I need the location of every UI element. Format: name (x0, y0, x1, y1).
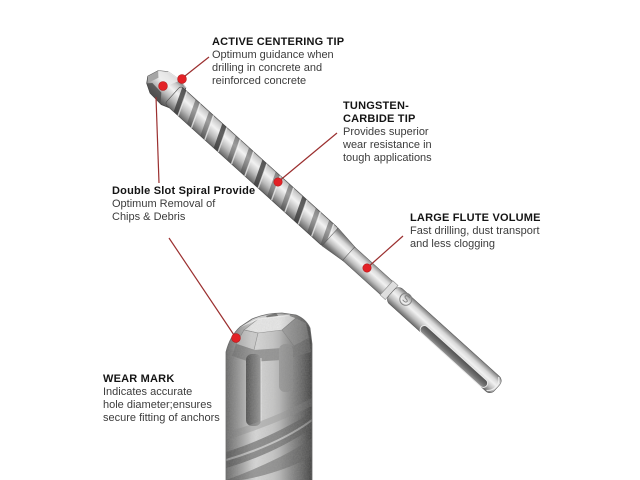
annotation-title: Double Slot Spiral Provide (112, 185, 256, 197)
annotation-body-line: drilling in concrete and (212, 62, 323, 74)
annotation-body-line: Chips & Debris (112, 211, 186, 223)
marker-dot-flute (362, 263, 372, 273)
annotation-title: TUNGSTEN- (343, 100, 409, 112)
annotation-large-flute-volume: LARGE FLUTE VOLUME Fast drilling, dust t… (410, 212, 541, 251)
marker-dot-tip-right (177, 74, 187, 84)
annotation-body-line: tough applications (343, 152, 432, 164)
annotation-title: CARBIDE TIP (343, 113, 416, 125)
shank-end-chamfer (486, 376, 500, 392)
annotation-double-slot-spiral: Double Slot Spiral Provide Optimum Remov… (112, 185, 255, 224)
annotation-body-line: secure fitting of anchors (103, 412, 220, 424)
drill-bit-tip-closeup (225, 312, 313, 480)
annotation-title: ACTIVE CENTERING TIP (212, 36, 345, 48)
leader-line-double-slot-spiral (155, 96, 160, 184)
leader-lines (155, 56, 404, 339)
annotation-wear-mark: WEAR MARK Indicates accurate hole diamet… (103, 373, 220, 425)
annotation-active-centering-tip: ACTIVE CENTERING TIP Optimum guidance wh… (212, 36, 344, 88)
annotation-tungsten-carbide-tip: TUNGSTEN- CARBIDE TIP Provides superior … (343, 100, 432, 165)
closeup-texture (226, 313, 312, 480)
leader-line-tungsten-carbide-tip (277, 132, 338, 183)
annotation-body-line: and less clogging (410, 238, 496, 250)
annotation-body-line: hole diameter;ensures (103, 399, 212, 411)
annotation-title: LARGE FLUTE VOLUME (410, 212, 541, 224)
annotation-body-line: reinforced concrete (212, 75, 307, 87)
brand-stamp-icon (399, 292, 413, 306)
marker-dots (158, 74, 372, 343)
annotation-body-line: Provides superior (343, 126, 429, 138)
annotation-body-line: Fast drilling, dust transport (410, 225, 540, 237)
annotation-title: WEAR MARK (103, 373, 175, 385)
drill-bit-shank (321, 227, 502, 393)
annotation-body-line: Optimum Removal of (112, 198, 216, 210)
annotation-body-line: wear resistance in (343, 139, 432, 151)
leader-line-large-flute-volume (366, 235, 404, 269)
annotation-body-line: Optimum guidance when (212, 49, 334, 61)
spiral-highlights (177, 90, 335, 247)
leader-line-closeup (168, 237, 237, 339)
drill-bit-flutes (165, 86, 338, 247)
marker-dot-tip-left (158, 81, 168, 91)
leader-line-active-centering-tip (184, 56, 210, 77)
annotation-body-line: Indicates accurate (103, 386, 193, 398)
marker-dot-wear-mark (231, 333, 241, 343)
sds-slot (419, 325, 489, 388)
marker-dot-carbide (273, 177, 283, 187)
